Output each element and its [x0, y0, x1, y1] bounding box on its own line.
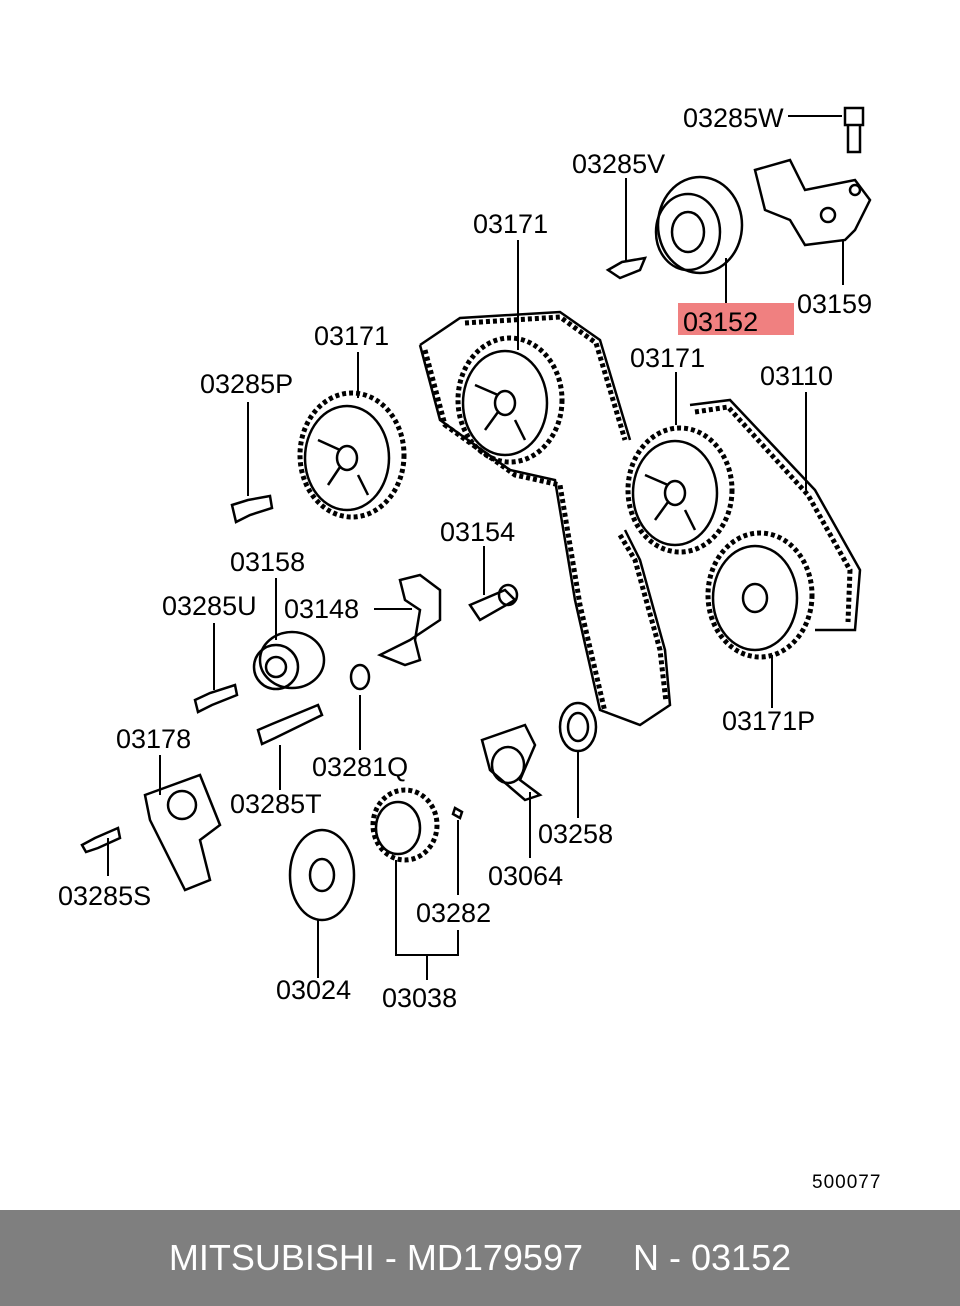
timing-belt-diagram: 03285W 03285V 03171 03152 03159 03171 03…: [58, 103, 881, 1193]
label-03285V: 03285V: [572, 149, 665, 179]
flange-03064: [480, 723, 543, 802]
tensioner-03178: [143, 773, 222, 892]
bolt-03285T: [256, 703, 324, 746]
label-03038: 03038: [382, 983, 457, 1013]
label-03110: 03110: [760, 361, 833, 391]
footer-text: MITSUBISHI - MD179597 N - 03152: [168, 1237, 792, 1278]
label-03285T: 03285T: [230, 789, 322, 819]
crank-sprocket-03038: [370, 787, 440, 863]
tensioner-pulley-03158: [252, 630, 326, 691]
label-03258: 03258: [538, 819, 613, 849]
label-03281Q: 03281Q: [312, 752, 408, 782]
sprocket-top: [455, 335, 565, 465]
label-03285S: 03285S: [58, 881, 151, 911]
footer-bar: MITSUBISHI - MD179597 N - 03152: [0, 1210, 960, 1306]
bolt-03285S: [80, 826, 122, 854]
sprocket-left: [297, 390, 407, 520]
bolt-03285W: [843, 106, 865, 154]
sprocket-03171P: [705, 530, 815, 660]
label-03285U: 03285U: [162, 591, 257, 621]
washer-03281Q: [349, 663, 371, 691]
leader-lines: [107, 115, 844, 980]
label-03152: 03152: [683, 307, 758, 337]
seal-03258: [558, 701, 598, 753]
bolt-03285P: [230, 494, 274, 524]
label-03171P: 03171P: [722, 706, 815, 736]
bracket-03159: [753, 158, 872, 247]
label-03285W: 03285W: [683, 103, 784, 133]
label-03148: 03148: [284, 594, 359, 624]
bolt-03285V: [605, 256, 648, 280]
label-03282: 03282: [416, 898, 491, 928]
key-03282: [451, 806, 464, 820]
label-03064: 03064: [488, 861, 563, 891]
label-03171-left: 03171: [314, 321, 389, 351]
label-03171-top: 03171: [473, 209, 548, 239]
label-03024: 03024: [276, 975, 351, 1005]
label-03158: 03158: [230, 547, 305, 577]
highlight-03152: [678, 303, 794, 335]
arm-03148: [376, 573, 442, 667]
label-03154: 03154: [440, 517, 515, 547]
sprocket-right: [625, 425, 735, 555]
label-03159: 03159: [797, 289, 872, 319]
plate-03024: [288, 828, 356, 922]
label-03171-right: 03171: [630, 343, 705, 373]
label-03285P: 03285P: [200, 369, 293, 399]
label-03178: 03178: [116, 724, 191, 754]
belt-03110: [689, 398, 862, 632]
idler-pulley-03152: [654, 175, 744, 275]
diagram-ref: 500077: [812, 1172, 881, 1193]
bolt-03285U: [193, 683, 239, 714]
